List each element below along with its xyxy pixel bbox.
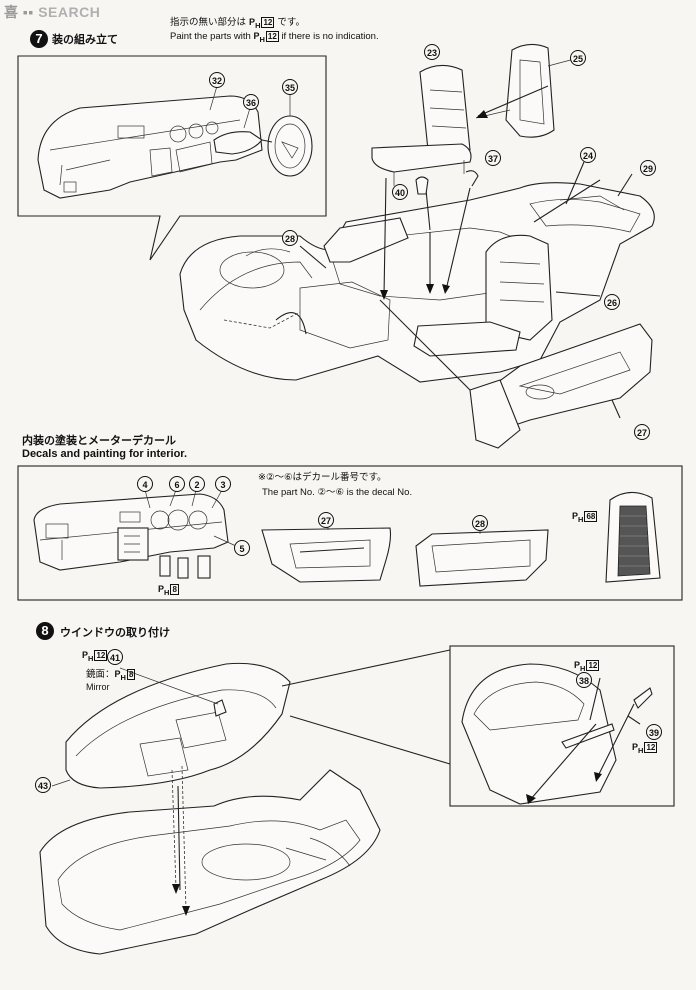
seat-fabric-area [617, 505, 651, 577]
seat-cushion-23 [371, 143, 472, 173]
door-panel-28 [323, 217, 409, 263]
decal-note-en: The part No. ②～⑥ is the decal No. [262, 487, 413, 498]
mirror-note-en: Mirror [86, 682, 110, 692]
part-38 [561, 723, 615, 749]
rear-window-inset-frame [449, 645, 675, 807]
interior-paint-frame [17, 465, 683, 601]
callout-24: 24 [580, 147, 596, 163]
watermark-logo: 喜 ▪▪ [4, 4, 34, 20]
window-part-43 [65, 662, 291, 789]
decal-callout-4: 4 [137, 476, 153, 492]
interior-title-en: Decals and painting for interior. [22, 448, 188, 460]
callout-29: 29 [640, 160, 656, 176]
callout-39: 39 [646, 724, 662, 740]
callout-37: 37 [485, 150, 501, 166]
watermark-text: SEARCH [38, 4, 101, 20]
callout-32: 32 [209, 72, 225, 88]
callout-38: 38 [576, 672, 592, 688]
step-8-title: ウインドウの取り付け [60, 626, 170, 639]
rear-window-body [461, 663, 617, 805]
decal-callout-3: 3 [215, 476, 231, 492]
door-panel-28-view [415, 529, 549, 587]
callout-28: 28 [282, 230, 298, 246]
interior-title-jp: 内装の塗装とメーターデカール [22, 434, 176, 447]
dashboard-part [37, 95, 263, 199]
step-8-badge: 8 [36, 622, 54, 640]
callout-23: 23 [424, 44, 440, 60]
body-shell-part [39, 769, 381, 955]
callout-26: 26 [604, 294, 620, 310]
seat-installed-26 [485, 234, 553, 341]
callout-25: 25 [570, 50, 586, 66]
callout-43: 43 [35, 777, 51, 793]
step-7-title: 装の組み立て [52, 33, 118, 46]
panel-callout-27: 27 [318, 512, 334, 528]
callout-35: 35 [282, 79, 298, 95]
panel-callout-28: 28 [472, 515, 488, 531]
callout-27: 27 [634, 424, 650, 440]
door-panel-27-view [261, 527, 392, 583]
step-7-badge: 7 [30, 30, 48, 48]
seat-shell-25 [505, 43, 555, 138]
callout-41: 41 [107, 649, 123, 665]
part-39 [633, 687, 653, 709]
callout-40: 40 [392, 184, 408, 200]
dashboard-inset-frame [17, 55, 327, 261]
callout-36: 36 [243, 94, 259, 110]
decal-callout-6: 6 [169, 476, 185, 492]
decal-callout-2: 2 [189, 476, 205, 492]
steering-wheel-part [267, 115, 313, 177]
decal-note-jp: ※②～⑥はデカール番号です。 [258, 472, 387, 483]
decal-callout-5: 5 [234, 540, 250, 556]
watermark: 喜 ▪▪ SEARCH [4, 2, 100, 22]
